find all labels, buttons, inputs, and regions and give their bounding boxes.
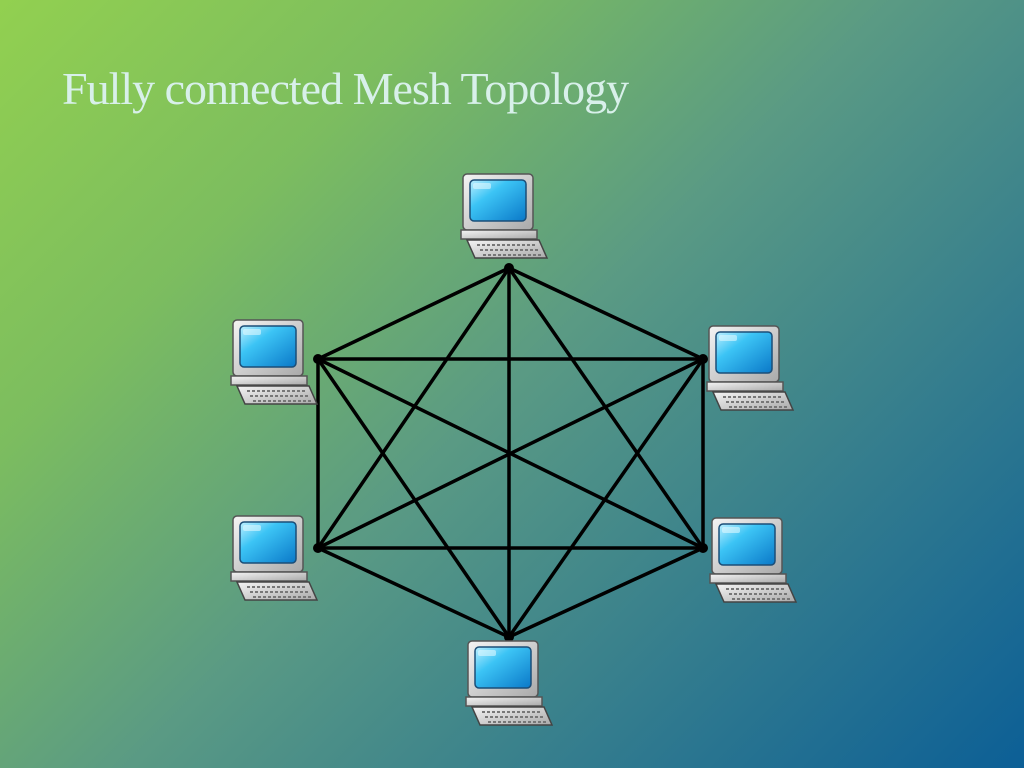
computer-node-upper-right bbox=[706, 325, 794, 411]
node-junction-lower-right bbox=[698, 543, 708, 553]
link-top-upper-right bbox=[507, 266, 705, 361]
link-top-upper-left bbox=[316, 266, 511, 361]
link-upper-right-bottom bbox=[507, 357, 705, 639]
node-junction-lower-left bbox=[313, 543, 323, 553]
computer-icon bbox=[465, 640, 553, 726]
computer-node-upper-left bbox=[230, 319, 318, 405]
computer-node-lower-right bbox=[709, 517, 797, 603]
link-lower-right-upper-left bbox=[316, 357, 705, 550]
computer-icon bbox=[230, 515, 318, 601]
mesh-nodes bbox=[230, 173, 797, 726]
node-junction-upper-left bbox=[313, 354, 323, 364]
computer-node-bottom bbox=[465, 640, 553, 726]
computer-icon bbox=[709, 517, 797, 603]
node-junction-bottom bbox=[504, 632, 514, 642]
node-junction-upper-right bbox=[698, 354, 708, 364]
slide-title: Fully connected Mesh Topology bbox=[62, 63, 629, 114]
computer-icon bbox=[706, 325, 794, 411]
link-top-lower-left bbox=[316, 266, 511, 550]
link-bottom-lower-left bbox=[316, 546, 511, 639]
computer-icon bbox=[230, 319, 318, 405]
link-lower-right-bottom bbox=[507, 546, 705, 639]
mesh-links bbox=[313, 263, 708, 642]
computer-node-top bbox=[460, 173, 548, 259]
computer-node-lower-left bbox=[230, 515, 318, 601]
node-junction-top bbox=[504, 263, 514, 273]
link-bottom-upper-left bbox=[316, 357, 511, 639]
computer-icon bbox=[460, 173, 548, 259]
